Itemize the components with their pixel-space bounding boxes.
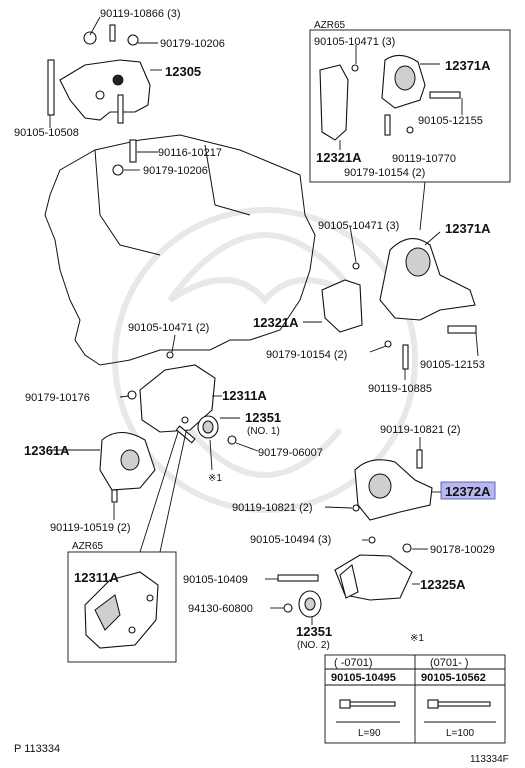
bracket-12325a	[277, 536, 413, 601]
azr65-bottom-bracket	[84, 571, 159, 649]
label-12325a: 12325A	[420, 577, 466, 592]
label-90119-10519: 90119-10519 (2)	[50, 522, 131, 534]
label-90105-10471-left: 90105-10471 (2)	[128, 322, 209, 334]
label-90119-10885: 90119-10885	[368, 383, 432, 395]
label-90105-12155: 90105-12155	[418, 115, 483, 127]
label-12351-no1: 12351	[245, 410, 281, 425]
label-12321a: 12321A	[253, 315, 299, 330]
label-90116-10217: 90116-10217	[158, 147, 222, 159]
label-12351-no2: 12351	[296, 624, 332, 639]
label-90179-06007: 90179-06007	[258, 447, 323, 459]
label-12321a-box: 12321A	[316, 150, 362, 165]
callout-line-b	[159, 431, 187, 553]
bolt-col2-length: L=100	[446, 728, 475, 739]
bolt-col2-part: 90105-10562	[421, 672, 486, 684]
azr65-bottom-box	[67, 551, 177, 663]
label-no2: (NO. 2)	[297, 640, 330, 651]
label-12305: 12305	[165, 64, 201, 79]
label-12311a-box: 12311A	[74, 570, 119, 585]
label-12311a: 12311A	[222, 388, 267, 403]
nut-90179-10206	[112, 164, 124, 176]
label-12372a: 12372A	[445, 484, 491, 499]
label-90179-10206-b: 90179-10206	[143, 165, 208, 177]
engine-outline	[44, 134, 316, 366]
bolt-col2-range: (0701- )	[430, 657, 469, 669]
label-90105-10471-mid: 90105-10471 (3)	[318, 220, 399, 232]
engine-detail	[94, 144, 251, 256]
label-90179-10154-box: 90179-10154 (2)	[344, 167, 425, 179]
bolt-col1-range: ( -0701)	[334, 657, 373, 669]
footer-page-ref: P 113334	[14, 743, 60, 755]
stud-90116-10217	[129, 139, 137, 163]
label-12371a-box: 12371A	[445, 58, 491, 73]
label-90178-10029: 90178-10029	[430, 544, 495, 556]
label-90179-10154: 90179-10154 (2)	[266, 349, 347, 361]
label-12371a: 12371A	[445, 221, 491, 236]
azr65-bottom-label: AZR65	[72, 541, 104, 552]
bracket-12305	[47, 24, 151, 124]
callout-line-a	[139, 431, 179, 553]
label-90119-10821-a: 90119-10821 (2)	[380, 424, 461, 436]
label-90105-10409: 90105-10409	[183, 574, 248, 586]
label-no1: (NO. 1)	[247, 426, 280, 437]
label-90119-10821-b: 90119-10821 (2)	[232, 502, 313, 514]
label-90179-10206-a: 90179-10206	[160, 38, 225, 50]
mount-12351-no2	[283, 590, 322, 618]
bolt-table-mark: ※1	[410, 633, 424, 644]
label-90105-10471-box: 90105-10471 (3)	[314, 36, 395, 48]
mount-12371a	[321, 238, 477, 370]
bolt-table	[324, 654, 506, 744]
label-94130-60800: 94130-60800	[188, 603, 253, 615]
azr65-top-parts	[319, 54, 461, 141]
bolt-col1-part: 90105-10495	[331, 672, 396, 684]
bracket-12311a	[127, 351, 216, 433]
label-90119-10866: 90119-10866 (3)	[100, 8, 181, 20]
label-90105-12153: 90105-12153	[420, 359, 485, 371]
label-90105-10494: 90105-10494 (3)	[250, 534, 331, 546]
footer-figure-id: 113334F	[470, 754, 509, 765]
label-12361a: 12361A	[24, 443, 70, 458]
mount-12372a	[352, 449, 433, 521]
highlight-12372a	[440, 481, 496, 500]
bolt-col1-length: L=90	[358, 728, 381, 739]
label-mark-note: ※1	[208, 473, 222, 484]
label-90105-10508: 90105-10508	[14, 127, 79, 139]
label-90179-10176: 90179-10176	[25, 392, 90, 404]
azr65-top-box	[309, 29, 511, 183]
label-90119-10770: 90119-10770	[392, 153, 456, 165]
azr65-top-label: AZR65	[314, 20, 346, 31]
mount-12361a	[99, 431, 156, 503]
